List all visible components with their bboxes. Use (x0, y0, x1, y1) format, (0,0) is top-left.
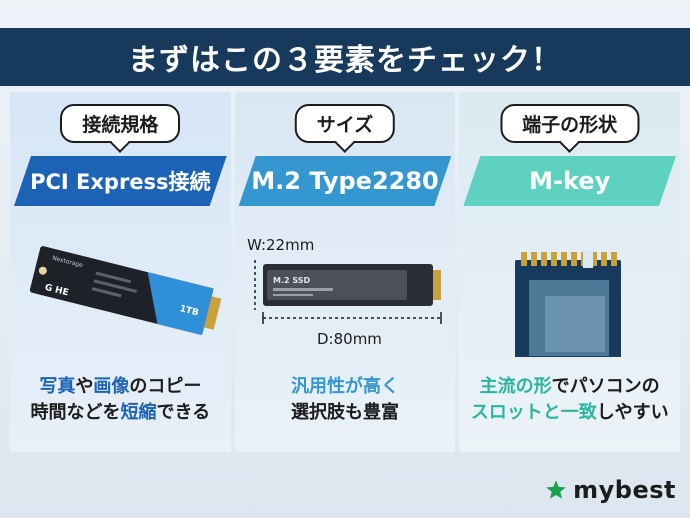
width-label: W:22mm (247, 236, 314, 254)
caption-text: しやすい (596, 402, 669, 423)
caption-connector: 主流の形でパソコンの スロットと一致しやすい (459, 374, 680, 426)
ssd-print-line (93, 279, 137, 293)
m2-ssd-connector (432, 270, 441, 300)
caption-connection: 写真や画像のコピー 時間などを短縮できる (10, 374, 231, 426)
title-banner: まずはこの３要素をチェック！ (0, 28, 690, 86)
mkey-connector-svg (515, 250, 622, 360)
m-key-notch (583, 250, 594, 268)
bubble-connection: 接続規格 (60, 104, 181, 143)
star-icon (546, 480, 566, 499)
caption-highlight: 画像 (93, 376, 130, 397)
caption-text: や (75, 376, 94, 397)
caption-highlight: 汎用性が高く (291, 376, 399, 397)
caption-highlight: 写真 (39, 376, 76, 397)
caption-text: のコピー (129, 376, 202, 397)
ssd-image: Nextorage G HE 1TB (29, 246, 222, 336)
page-title: まずはこの３要素をチェック！ (128, 43, 562, 78)
ssd-connector (203, 296, 222, 330)
columns: 接続規格 PCI Express接続 Nextorage G HE 1TB (10, 92, 681, 452)
logo-text: mybest (573, 476, 676, 504)
ssd-screw-notch (38, 266, 47, 275)
caption-text: でパソコンの (551, 376, 660, 397)
chip-label: M.2 SSD (273, 276, 311, 285)
caption-size: 汎用性が高く 選択肢も豊富 (235, 374, 456, 426)
column-size: サイズ M.2 Type2280 W:22mm M.2 SSD D:80mm 汎… (234, 92, 456, 452)
depth-label: D:80mm (317, 330, 382, 348)
spec-connector: M-key (463, 156, 677, 206)
ssd-print-line (272, 294, 313, 296)
m2-ssd-sticker (266, 270, 407, 300)
caption-highlight: 主流の形 (479, 376, 552, 397)
ssd-print-line (272, 288, 333, 291)
ssd-illustration: Nextorage G HE 1TB (10, 232, 231, 352)
caption-text: 時間などを (30, 402, 121, 423)
connector-chip-inner (545, 296, 606, 352)
spec-size: M.2 Type2280 (238, 156, 452, 206)
size-diagram-svg: W:22mm M.2 SSD D:80mm (247, 236, 442, 348)
bubble-connector: 端子の形状 (500, 104, 640, 143)
column-connector: 端子の形状 M-key 主流の形でパソコンの スロットと一致しやすい (459, 92, 681, 452)
ssd-capacity-label: 1TB (178, 304, 199, 318)
ssd-blue-panel (147, 272, 214, 336)
caption-highlight: 短縮 (120, 402, 157, 423)
ssd-print-line (91, 287, 122, 298)
brand-logo: mybest (545, 476, 676, 504)
caption-text: できる (156, 402, 211, 423)
size-diagram: W:22mm M.2 SSD D:80mm (235, 232, 456, 352)
column-connection: 接続規格 PCI Express接続 Nextorage G HE 1TB (10, 92, 231, 452)
ssd-print-line (95, 271, 132, 284)
bubble-size: サイズ (294, 104, 396, 143)
spec-connection: PCI Express接続 (14, 156, 227, 206)
caption-text: 選択肢も豊富 (291, 402, 399, 423)
connector-illustration (459, 232, 680, 360)
caption-highlight: スロットと一致 (470, 402, 597, 423)
